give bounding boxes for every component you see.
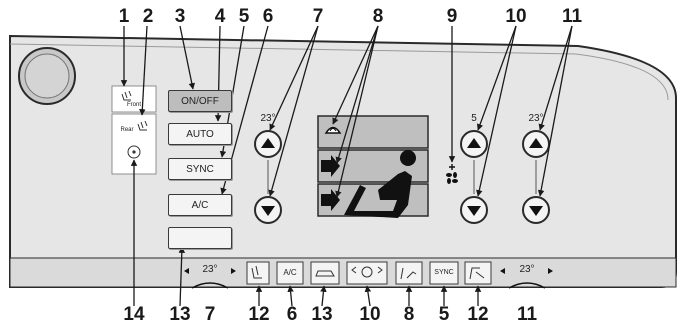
callout-number: 12 (248, 304, 270, 325)
callout-number: 6 (262, 6, 274, 27)
strip-right-temp: 23° (519, 264, 535, 275)
rear-seat-icon (137, 120, 148, 131)
fan-speed-readout: 5 (471, 113, 477, 124)
callout-number: 7 (312, 6, 324, 27)
recirculation-button[interactable] (168, 227, 232, 249)
callout-number: 13 (311, 304, 333, 325)
callout-number: 11 (561, 6, 583, 27)
callout-number: 7 (204, 304, 216, 325)
ac-button[interactable]: A/C (168, 194, 232, 216)
front-seat-label: Front (126, 102, 142, 108)
callout-number: 1 (118, 6, 130, 27)
strip-left-temp: 23° (202, 264, 218, 275)
callout-number: 5 (438, 304, 450, 325)
callout-number: 2 (142, 6, 154, 27)
callout-number: 6 (286, 304, 298, 325)
callout-number: 9 (446, 6, 458, 27)
defrost-icon (324, 126, 342, 134)
strip-icons (251, 265, 485, 280)
arrow-right-icon (321, 155, 340, 177)
callout-number: 13 (169, 304, 191, 325)
callout-number: 4 (214, 6, 226, 27)
front-seat-button (111, 85, 157, 113)
on-off-button[interactable]: ON/OFF (168, 90, 232, 112)
rear-seat-label: Rear (120, 127, 134, 133)
auto-button[interactable]: AUTO (168, 123, 232, 145)
callout-number: 12 (467, 304, 489, 325)
callout-number: 10 (505, 6, 527, 27)
left-temp-readout: 23° (260, 113, 276, 124)
fan-icon (446, 172, 458, 184)
callout-number: 8 (372, 6, 384, 27)
callout-number: 14 (123, 304, 145, 325)
callout-number: 8 (403, 304, 415, 325)
strip-sync-button[interactable]: SYNC (434, 269, 454, 276)
occupant-icon (344, 150, 416, 218)
rear-power-icon (127, 145, 141, 159)
callout-number: 10 (359, 304, 381, 325)
callout-number: 11 (516, 304, 538, 325)
bottom-button-strip (9, 257, 677, 288)
heated-seat-icon (121, 90, 132, 101)
arrow-buttons (254, 130, 550, 224)
leader-lines (120, 25, 573, 307)
strip-ac-button[interactable]: A/C (283, 268, 297, 277)
callout-number: 5 (238, 6, 250, 27)
fan-speed-marks (449, 164, 455, 170)
right-temp-readout: 23° (528, 113, 544, 124)
sync-button[interactable]: SYNC (168, 158, 232, 180)
callout-number: 3 (174, 6, 186, 27)
